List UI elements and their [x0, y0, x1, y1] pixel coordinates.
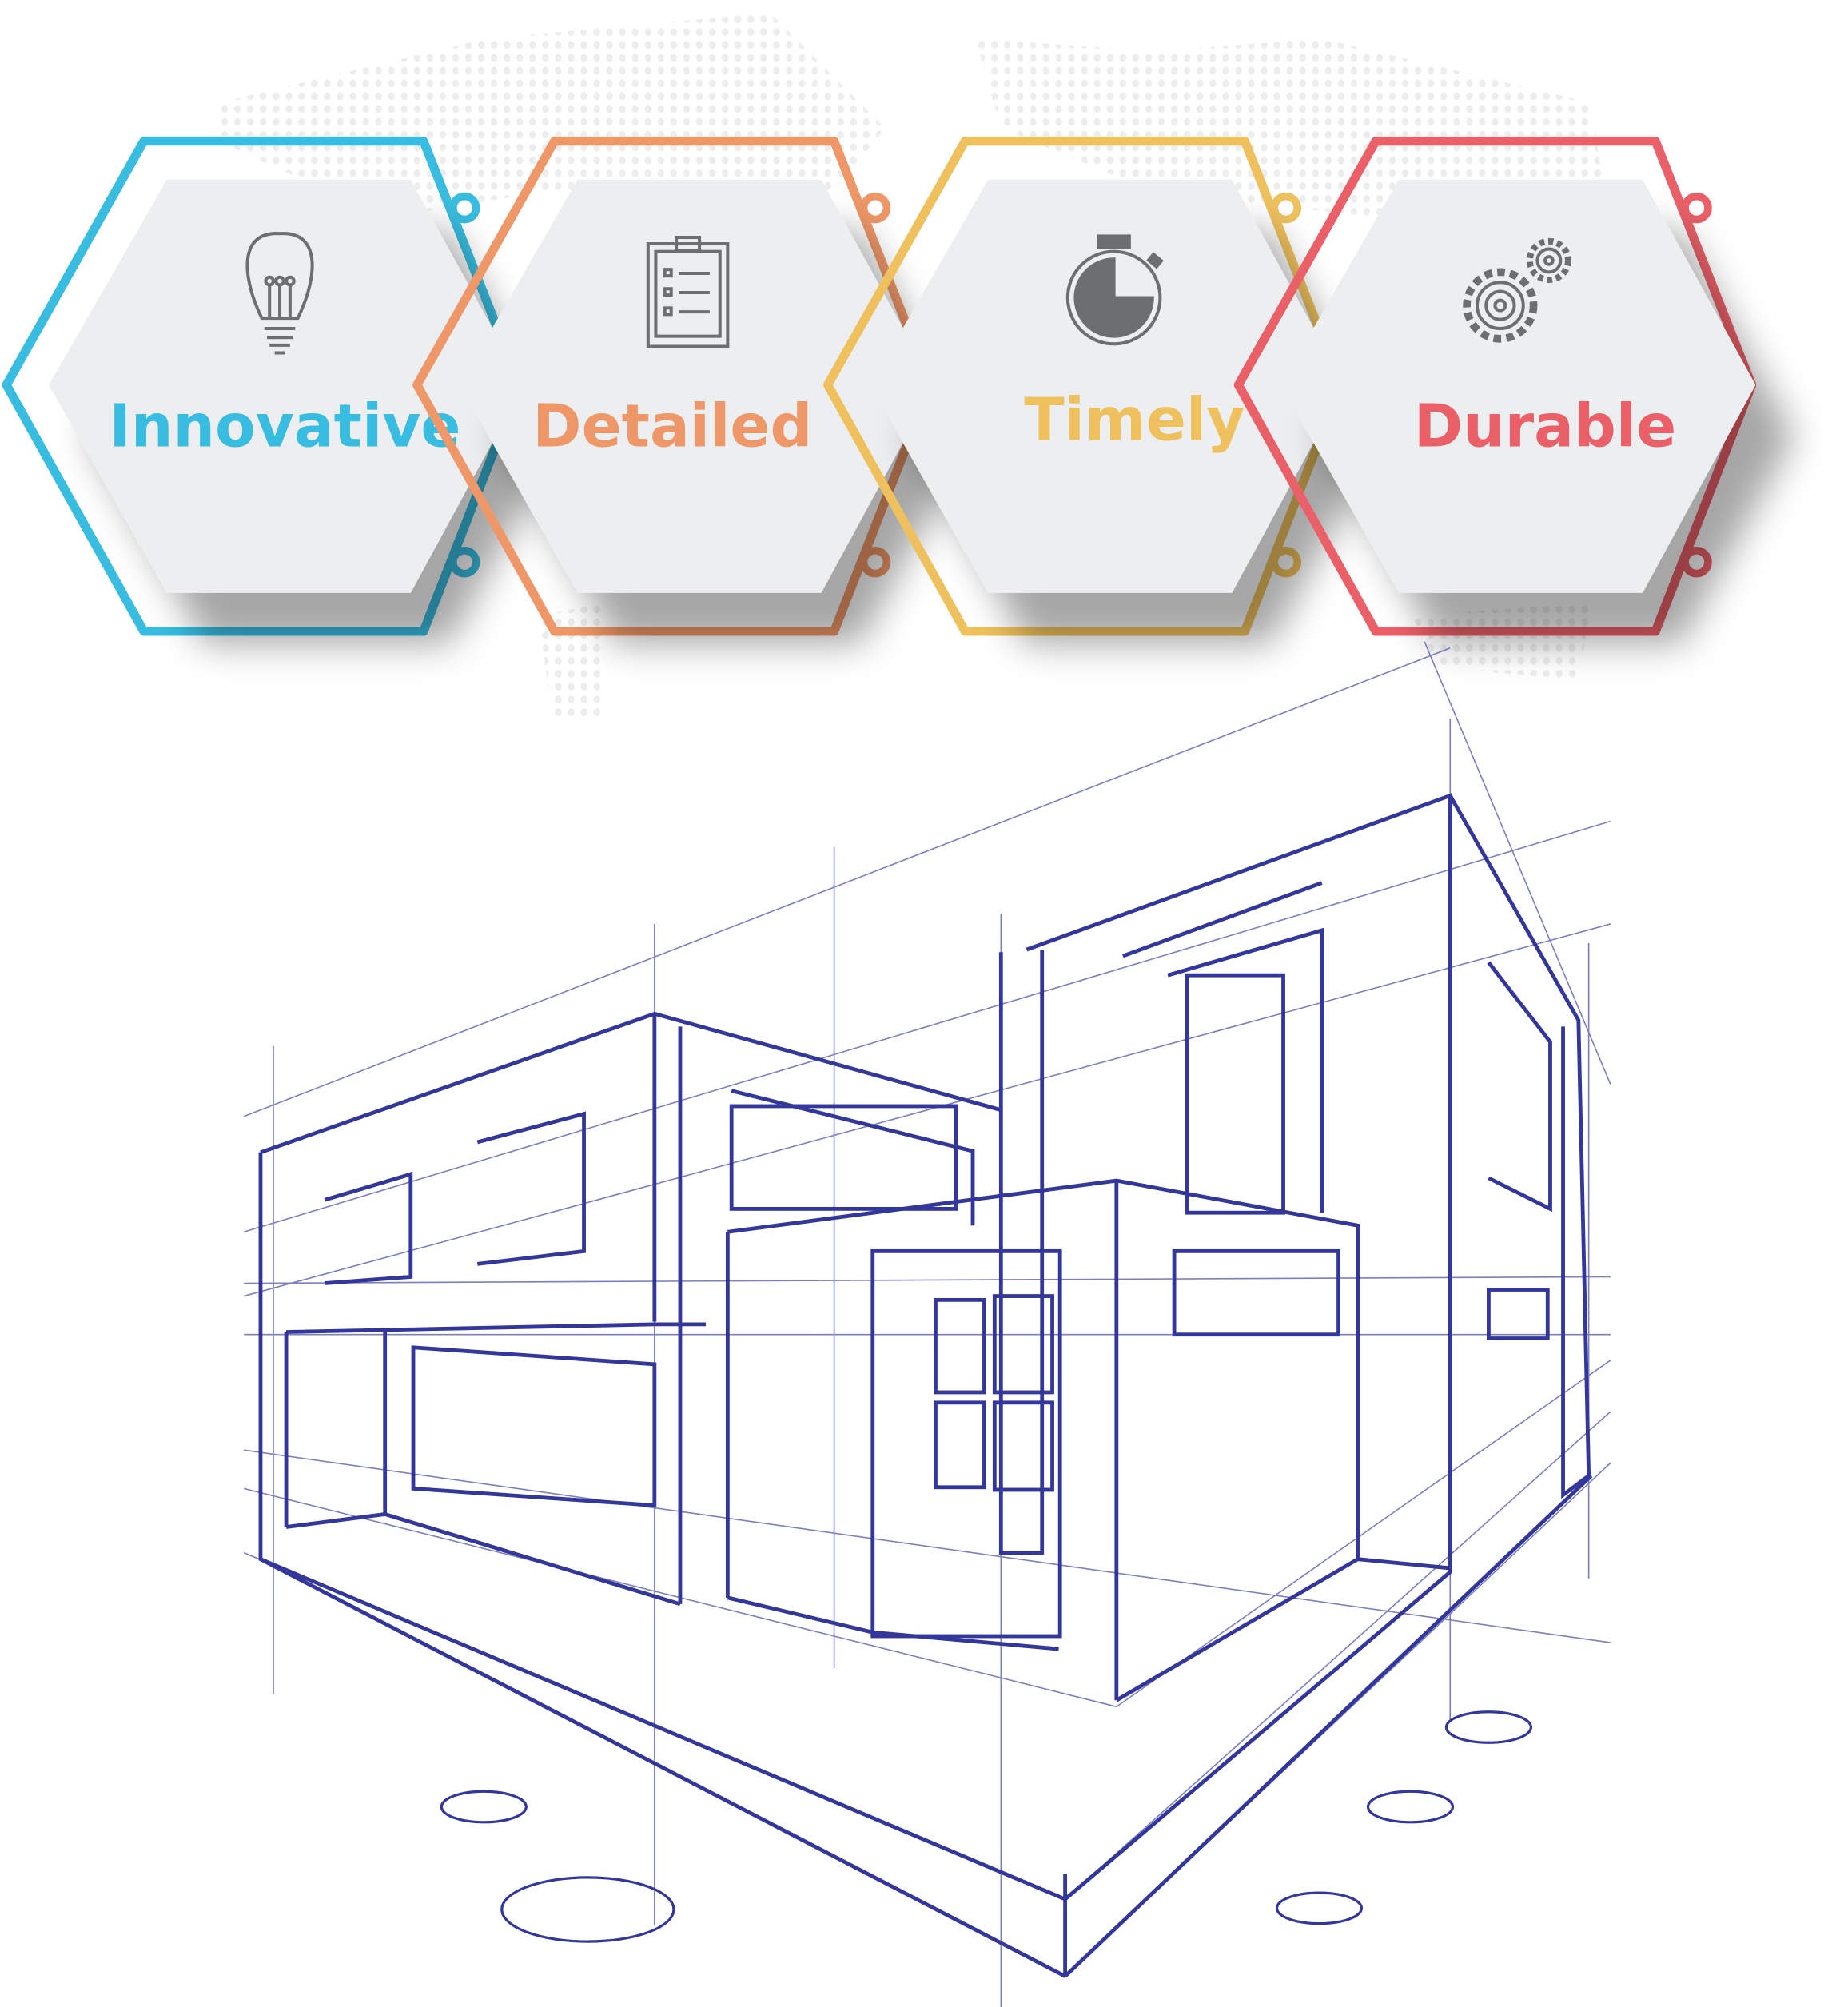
connector-dot — [859, 192, 891, 224]
hexagon-panel — [459, 179, 934, 593]
world-map-dots — [217, 13, 1604, 719]
hexagon-outline — [2, 136, 524, 636]
feature-label: Detailed — [532, 392, 812, 461]
hexagon-outline — [412, 136, 935, 636]
hexagon-panel — [1280, 179, 1756, 593]
feature-hexagons: Innovative Detailed Timely Durable — [2, 136, 1757, 636]
connector-dot — [448, 546, 480, 578]
feature-hexagon-durable: Durable — [1233, 136, 1757, 636]
connector-dot — [1270, 546, 1302, 578]
hexagon-panel — [870, 179, 1345, 593]
connector-dot — [859, 546, 891, 578]
clipboard-checklist-icon — [646, 236, 730, 348]
feature-label: Timely — [1024, 386, 1245, 455]
hexagon-outline — [1233, 136, 1757, 636]
connector-dot — [1681, 546, 1712, 578]
lightbulb-icon — [245, 232, 314, 355]
hexagon-outline — [822, 136, 1346, 636]
connector-dot — [448, 192, 480, 224]
feature-hexagon-innovative: Innovative — [2, 136, 524, 636]
gears-icon — [1463, 237, 1571, 343]
feature-label: Innovative — [109, 392, 460, 461]
connector-dot — [1681, 192, 1712, 224]
hexagon-panel — [49, 179, 524, 593]
building-sketch — [243, 641, 1611, 2007]
stopwatch-icon — [1065, 234, 1164, 346]
feature-hexagon-detailed: Detailed — [412, 136, 935, 636]
feature-label: Durable — [1414, 392, 1676, 461]
connector-dot — [1270, 192, 1302, 224]
feature-hexagon-timely: Timely — [822, 136, 1346, 636]
